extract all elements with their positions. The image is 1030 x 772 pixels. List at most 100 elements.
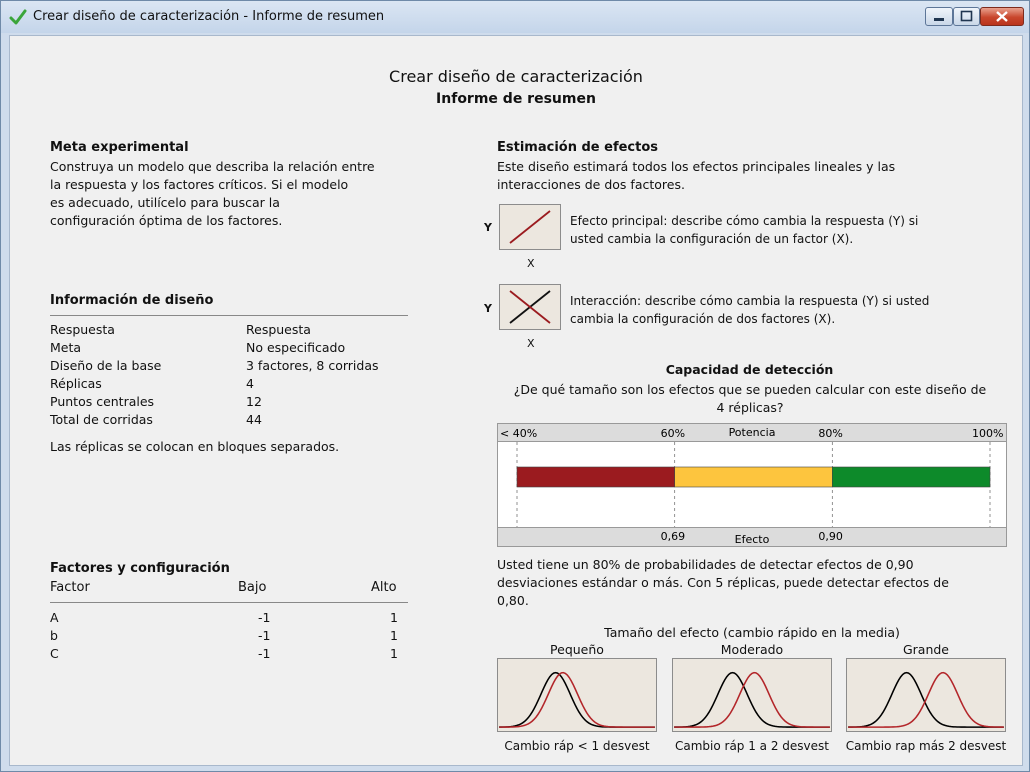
minimize-button[interactable] [925,7,953,26]
baseline-distribution-curve [848,671,1004,728]
power-tick-label: 80% [818,427,842,440]
minimize-icon [934,18,944,21]
goal-line: configuración óptima de los factores. [50,213,283,228]
effect-panel-caption: Cambio ráp < 1 desvest [504,739,650,753]
main-effect-line: Efecto principal: describe cómo cambia l… [570,214,919,228]
power-tick-label: < 40% [500,427,537,440]
moderate-effect-curves [672,658,832,732]
design-info-label: Total de corridas [50,412,153,427]
design-info-value: 44 [246,412,262,427]
factor-high: 1 [390,610,398,625]
factor-low: -1 [258,646,271,661]
detection-question-line1: ¿De qué tamaño son los efectos que se pu… [513,382,987,397]
large-effect-curves [846,658,1006,732]
detection-question-line2: 4 réplicas? [716,400,784,415]
power-segment [674,466,833,488]
goal-line: es adecuado, utilícelo para buscar la [50,195,280,210]
title-bar[interactable]: Crear diseño de caracterización - Inform… [1,1,1029,33]
power-tick-label: 100% [972,427,1003,440]
shifted-distribution-curve [848,671,1004,728]
report-title: Crear diseño de caracterización [389,67,643,86]
baseline-distribution-curve [499,671,655,728]
effect-axis-label: Efecto [735,533,770,546]
power-tick-label: 60% [661,427,685,440]
detection-summary-line: desviaciones estándar o más. Con 5 répli… [497,575,949,590]
goal-text: Construya un modelo que describa la rela… [50,158,375,230]
small-effect-curves [497,658,657,732]
power-bar [516,466,991,488]
shifted-distribution-curve [499,671,655,728]
effects-line: interacciones de dos factores. [497,177,685,192]
effect-tick-label: 0,69 [661,530,686,543]
window-title: Crear diseño de caracterización - Inform… [33,9,385,24]
factors-heading: Factores y configuración [50,561,230,576]
high-column-header: Alto [371,580,397,595]
design-info-note: Las réplicas se colocan en bloques separ… [50,439,340,454]
power-segment [516,466,675,488]
interaction-icon [499,284,561,330]
design-info-value: No especificado [246,340,346,355]
interaction-line: cambia la configuración de dos factores … [570,312,836,326]
report-subtitle: Informe de resumen [436,91,596,107]
detection-summary: Usted tiene un 80% de probabilidades de … [497,556,949,610]
design-info-heading: Información de diseño [50,293,214,308]
baseline-distribution-curve [674,671,830,728]
interaction-x-label: X [527,337,535,350]
maximize-icon [960,10,973,22]
effect-size-heading: Tamaño del efecto (cambio rápido en la m… [604,625,900,640]
interaction-description: Interacción: describe cómo cambia la res… [570,292,929,328]
design-info-value: Respuesta [246,322,311,337]
interaction-y-label: Y [484,302,492,315]
effect-panel-label: Pequeño [550,642,604,657]
main-effect-line-icon [509,210,551,244]
factor-high: 1 [390,628,398,643]
factors-divider [50,602,408,603]
detection-heading: Capacidad de detección [665,362,834,377]
effect-panel-label: Grande [902,642,950,657]
factor-high: 1 [390,646,398,661]
interaction-cross-icon [509,290,551,324]
detection-summary-line: 0,80. [497,593,529,608]
factor-name: b [50,628,58,643]
main-effect-icon [499,204,561,250]
low-column-header: Bajo [238,580,267,595]
main-effect-line: usted cambia la configuración de un fact… [570,232,854,246]
design-info-label: Puntos centrales [50,394,155,409]
factor-low: -1 [258,628,271,643]
maximize-button[interactable] [953,7,980,26]
design-info-value: 4 [246,376,254,391]
main-effect-description: Efecto principal: describe cómo cambia l… [570,212,918,248]
power-segment [832,466,991,488]
shifted-distribution-curve [674,671,830,728]
factor-name: C [50,646,59,661]
design-info-label: Meta [50,340,82,355]
effects-line: Este diseño estimará todos los efectos p… [497,159,896,174]
factor-low: -1 [258,610,271,625]
design-info-value: 3 factores, 8 corridas [246,358,379,373]
design-info-value: 12 [246,394,262,409]
close-icon [996,11,1008,22]
power-chart: Potencia Efecto < 40% 60% 80% 100% 0,69 … [497,423,1007,547]
factor-name: A [50,610,59,625]
effect-tick-label: 0,90 [818,530,843,543]
effect-panel-caption: Cambio ráp 1 a 2 desvest [674,739,829,753]
interaction-line: Interacción: describe cómo cambia la res… [570,294,930,308]
design-info-label: Respuesta [50,322,115,337]
main-effect-x-label: X [527,257,535,270]
checkmark-icon [9,9,27,25]
close-button[interactable] [980,7,1024,26]
design-info-label: Diseño de la base [50,358,162,373]
effects-text: Este diseño estimará todos los efectos p… [497,158,895,194]
goal-line: la respuesta y los factores críticos. Si… [50,177,349,192]
main-effect-y-label: Y [484,221,492,234]
design-info-label: Réplicas [50,376,102,391]
power-axis-label: Potencia [729,426,776,439]
design-info-divider [50,315,408,316]
factor-column-header: Factor [50,580,90,595]
effect-panel-label: Moderado [720,642,784,657]
goal-heading: Meta experimental [50,140,189,155]
effect-panel-caption: Cambio rap más 2 desvest [845,739,1007,753]
report-content: Crear diseño de caracterización Informe … [9,35,1023,766]
detection-summary-line: Usted tiene un 80% de probabilidades de … [497,557,914,572]
